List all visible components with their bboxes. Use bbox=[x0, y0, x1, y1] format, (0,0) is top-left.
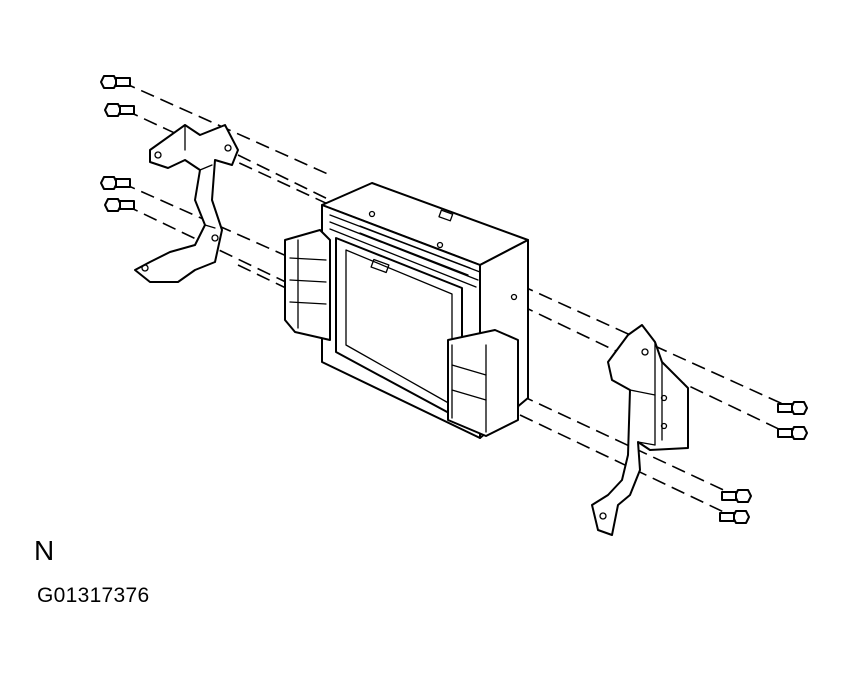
view-letter: N bbox=[34, 535, 55, 566]
bolts-right bbox=[719, 401, 808, 524]
bolt-icon bbox=[777, 426, 808, 440]
bolt-icon bbox=[100, 176, 131, 190]
bolt-icon bbox=[719, 510, 750, 524]
bolt-icon bbox=[104, 198, 135, 212]
bolt-icon bbox=[777, 401, 808, 415]
bolt-icon bbox=[721, 489, 752, 503]
figure-code: G01317376 bbox=[37, 584, 150, 607]
control-module bbox=[284, 182, 529, 439]
left-mounting-bracket bbox=[134, 124, 239, 283]
right-mounting-bracket bbox=[591, 324, 689, 536]
bolts-left bbox=[100, 75, 135, 212]
bolt-icon bbox=[100, 75, 131, 89]
bolt-icon bbox=[104, 103, 135, 117]
